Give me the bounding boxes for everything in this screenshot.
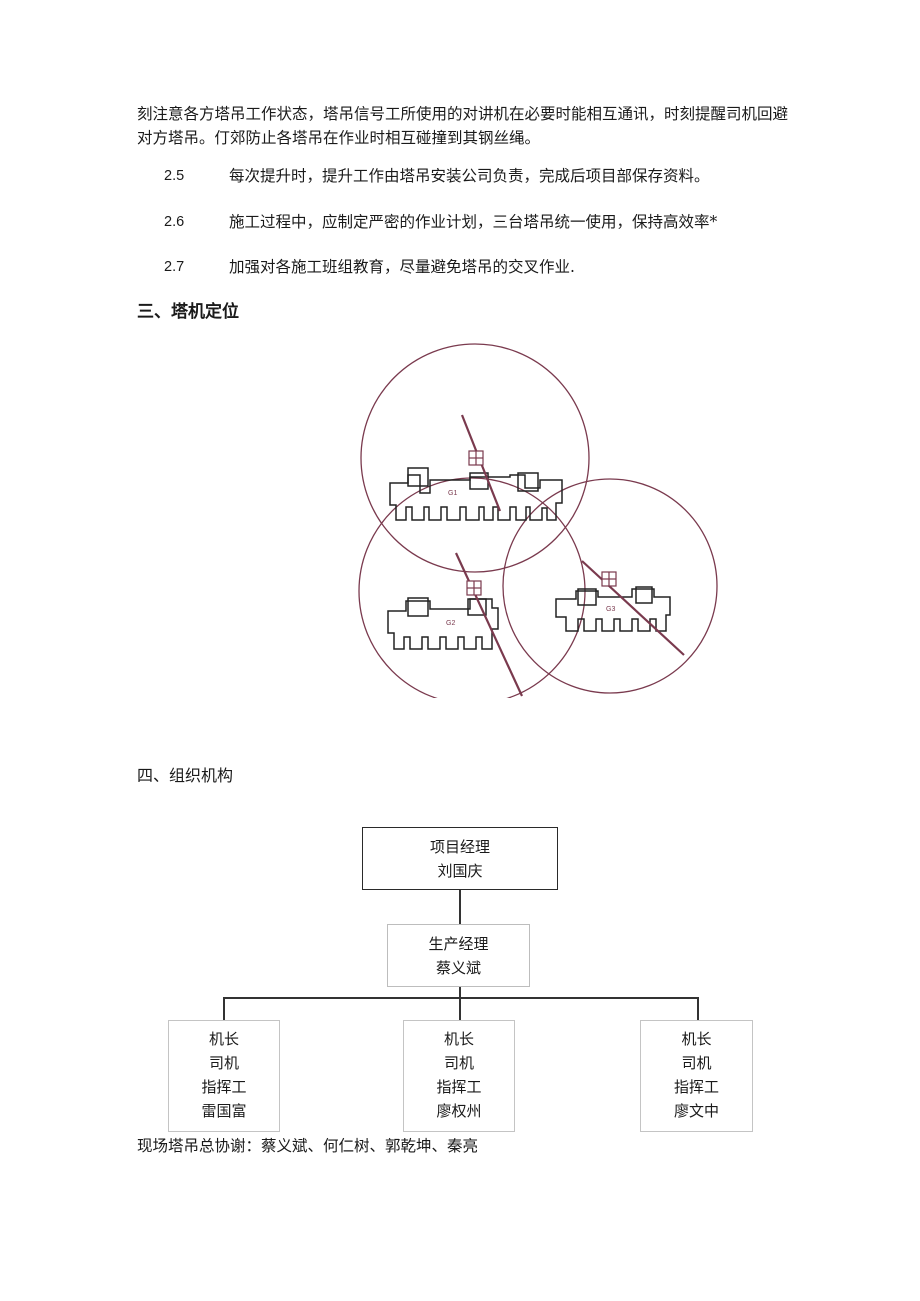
org-box-crew-1: 机长 司机 指挥工 雷国富 [168,1020,280,1132]
crane-label-g1: G1 [448,490,457,497]
building-unit-g2-a [407,597,429,617]
item-number: 2.7 [164,259,185,275]
org-name: 廖权州 [436,1102,482,1120]
footer-note: 现场塔吊总协谢：蔡义斌、何仁树、郭乾坤、秦亮 [137,1137,479,1155]
crane-mast-g2 [466,580,482,596]
org-role: 机长 [443,1030,474,1048]
crane-jib-g3 [581,560,685,656]
org-box-crew-3: 机长 司机 指挥工 廖文中 [640,1020,753,1132]
crane-mast-g1 [468,450,484,466]
connector-leaf-3 [697,997,699,1020]
org-name: 雷国富 [201,1102,247,1120]
org-role: 指挥工 [436,1078,482,1096]
item-text: 施工过程中，应制定严密的作业计划，三台塔吊统一使用，保持高效率* [229,213,718,231]
connector-top-mid [459,890,461,924]
connector-mid-bus [459,987,461,998]
crane-label-g2: G2 [446,620,455,627]
crane-radius-circle-g1 [360,343,590,573]
org-role: 指挥工 [201,1078,247,1096]
org-role: 生产经理 [428,935,489,953]
building-unit-g1-c [517,472,539,492]
org-name: 蔡义斌 [435,959,481,977]
building-unit-g1-a [407,467,429,487]
org-box-production-manager: 生产经理 蔡义斌 [387,924,530,987]
org-role: 司机 [681,1054,712,1072]
org-name: 刘国庆 [437,862,483,880]
org-role: 机长 [208,1030,239,1048]
connector-leaf-2 [459,997,461,1020]
item-text: 加强对各施工班组教育，尽量避免塔吊的交叉作业. [229,258,575,276]
section-3-heading: 三、塔机定位 [137,302,239,322]
org-role: 机长 [681,1030,712,1048]
org-role: 司机 [208,1054,239,1072]
building-outline-g1 [389,474,563,521]
crane-label-g3: G3 [606,606,615,613]
section-4-heading: 四、组织机构 [137,766,234,785]
crane-radius-circle-g3 [502,478,718,694]
building-outline-g3 [555,588,671,632]
crane-mast-g3 [601,571,617,587]
building-unit-g3-b [635,586,653,604]
org-box-project-manager: 项目经理 刘国庆 [362,827,558,890]
item-text: 每次提升时，提升工作由塔吊安装公司负责，完成后项目部保存资料。 [229,167,710,185]
org-name: 廖文中 [673,1102,719,1120]
org-role: 项目经理 [429,838,490,856]
crane-position-diagram: G1 G2 G3 [358,343,718,698]
intro-paragraph: 刻注意各方塔吊工作状态，塔吊信号工所使用的对讲机在必要时能相互通讯，时刻提醒司机… [137,105,789,147]
org-role: 司机 [443,1054,474,1072]
org-box-crew-2: 机长 司机 指挥工 廖权州 [403,1020,515,1132]
building-unit-g3-a [577,588,597,606]
item-number: 2.6 [164,214,185,230]
item-number: 2.5 [164,168,185,184]
crane-jib-g2 [455,552,523,697]
org-role: 指挥工 [673,1078,719,1096]
connector-leaf-1 [223,997,225,1020]
